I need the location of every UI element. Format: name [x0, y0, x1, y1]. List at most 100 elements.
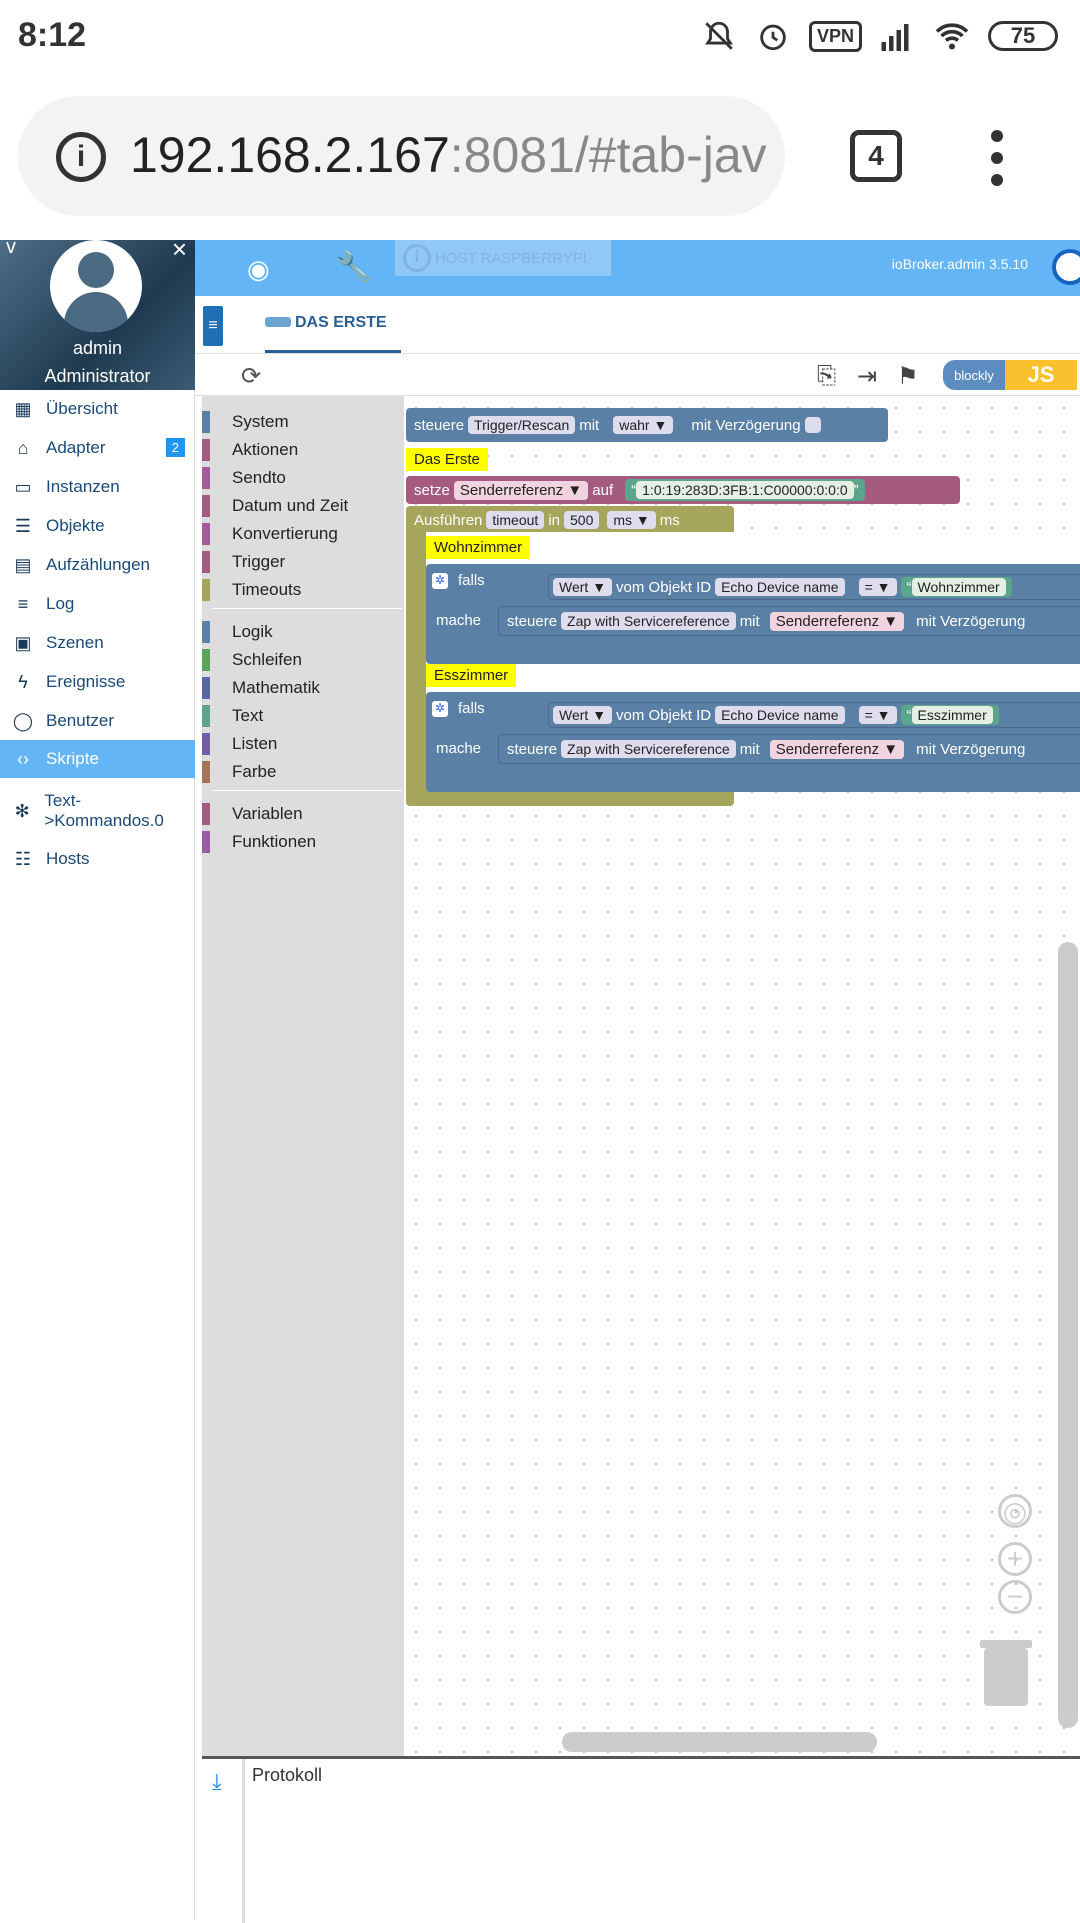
category-label: Sendto: [232, 468, 286, 487]
sidebar-item-instanzen[interactable]: ▭Instanzen: [0, 468, 195, 506]
category-color-bar: [202, 761, 210, 783]
toolbox-category-funktionen[interactable]: Funktionen: [202, 828, 404, 856]
toolbox-category-schleifen[interactable]: Schleifen: [202, 646, 404, 674]
grid-icon: ▦: [14, 398, 32, 419]
log-title: Protokoll: [252, 1765, 323, 1785]
sidebar-item-text-kommandos-0[interactable]: ✻Text->Kommandos.0: [0, 780, 195, 842]
category-color-bar: [202, 551, 210, 573]
category-color-bar: [202, 649, 210, 671]
signal-icon: [880, 18, 916, 54]
sidebar-item-aufzählungen[interactable]: ▤Aufzählungen: [0, 546, 195, 584]
toolbox-category-mathematik[interactable]: Mathematik: [202, 674, 404, 702]
wrench-icon[interactable]: 🔧: [335, 251, 373, 284]
browser-toolbar: i 192.168.2.167:8081/#tab-jav 4: [0, 72, 1080, 240]
zoom-out-icon[interactable]: −: [998, 1580, 1032, 1614]
editor-toolbar: ⟳ ⎘ ⇥ ⚑ blockly JS: [195, 354, 1080, 396]
sidebar-item-benutzer[interactable]: ◯Benutzer: [0, 702, 195, 740]
toolbox-category-logik[interactable]: Logik: [202, 618, 404, 646]
sidebar: v × admin Administrator ▦ Übersicht ⌂Adapt…: [0, 234, 195, 1920]
blockly-js-toggle[interactable]: blockly JS: [943, 360, 1077, 390]
comment-label[interactable]: Wohnzimmer: [426, 536, 531, 559]
category-color-bar: [202, 621, 210, 643]
toolbox-category-variablen[interactable]: Variablen: [202, 800, 404, 828]
info-icon[interactable]: [1052, 249, 1080, 285]
toolbox-separator: [212, 608, 402, 609]
more-menu-icon[interactable]: [985, 130, 1009, 186]
refresh-icon[interactable]: ⟳: [241, 363, 262, 390]
gear-icon[interactable]: ✲: [432, 572, 448, 589]
toolbox-separator: [212, 790, 402, 791]
sidebar-item-label: Übersicht: [46, 399, 118, 418]
tab-switcher-button[interactable]: 4: [850, 130, 902, 182]
horizontal-scrollbar[interactable]: [562, 1732, 877, 1752]
address-bar[interactable]: i 192.168.2.167:8081/#tab-jav: [18, 96, 785, 216]
alarm-icon: [755, 18, 791, 54]
sidebar-item-skripte[interactable]: ‹›Skripte: [0, 740, 195, 778]
toolbox-category-datum-und-zeit[interactable]: Datum und Zeit: [202, 492, 404, 520]
chevron-down-icon[interactable]: v: [6, 236, 16, 258]
trash-icon[interactable]: [980, 1640, 1032, 1706]
vertical-scrollbar[interactable]: [1058, 942, 1078, 1728]
sidebar-item-label: Objekte: [46, 516, 105, 535]
category-color-bar: [202, 677, 210, 699]
gear-icon[interactable]: ✲: [432, 700, 448, 717]
toolbox-category-timeouts[interactable]: Timeouts: [202, 576, 404, 604]
tab-das-erste[interactable]: DAS ERSTE: [265, 314, 387, 332]
checkered-flag-icon[interactable]: ⚑: [897, 363, 919, 390]
info-icon: i: [403, 244, 431, 272]
comment-label[interactable]: Esszimmer: [426, 664, 517, 687]
mute-icon: [701, 18, 737, 54]
toolbox-category-text[interactable]: Text: [202, 702, 404, 730]
blockly-mode-button[interactable]: blockly: [943, 360, 1005, 390]
js-mode-button[interactable]: JS: [1005, 360, 1077, 390]
comment-label[interactable]: Das Erste: [406, 448, 488, 471]
zoom-in-icon[interactable]: +: [998, 1542, 1032, 1576]
sidebar-item-szenen[interactable]: ▣Szenen: [0, 624, 195, 662]
export-icon[interactable]: ⎘: [817, 362, 837, 389]
import-icon[interactable]: ⇥: [857, 363, 878, 390]
category-label: Listen: [232, 734, 278, 753]
vpn-icon: VPN: [808, 20, 862, 52]
sidebar-item-objekte[interactable]: ☰ Objekte: [0, 507, 195, 545]
toolbox-category-system[interactable]: System: [202, 408, 404, 436]
download-icon[interactable]: ⤓: [212, 1769, 222, 1794]
category-label: Konvertierung: [232, 524, 338, 543]
category-color-bar: [202, 705, 210, 727]
toolbox-category-trigger[interactable]: Trigger: [202, 548, 404, 576]
category-label: Mathematik: [232, 678, 320, 697]
menu-icon[interactable]: ≡: [203, 306, 223, 346]
category-color-bar: [202, 733, 210, 755]
sidebar-item-log[interactable]: ≡ Log: [0, 585, 195, 623]
sidebar-item-hosts[interactable]: ☷Hosts: [0, 840, 195, 878]
toolbox-category-farbe[interactable]: Farbe: [202, 758, 404, 786]
info-icon[interactable]: i: [56, 132, 106, 182]
sidebar-item-übersicht[interactable]: ▦ Übersicht: [0, 390, 195, 428]
profile-header: v × admin Administrator: [0, 234, 195, 390]
toolbox-category-aktionen[interactable]: Aktionen: [202, 436, 404, 464]
lines-icon: ≡: [17, 593, 29, 614]
close-icon[interactable]: ×: [171, 234, 187, 264]
sidebar-item-label: Log: [46, 594, 75, 613]
toolbox-category-konvertierung[interactable]: Konvertierung: [202, 520, 404, 548]
center-icon[interactable]: ◎: [998, 1494, 1032, 1528]
category-color-bar: [202, 467, 210, 489]
eye-icon[interactable]: ◉: [247, 254, 270, 284]
toolbox-category-sendto[interactable]: Sendto: [202, 464, 404, 492]
list-icon: ☰: [14, 515, 32, 536]
url-text[interactable]: 192.168.2.167:8081/#tab-jav: [130, 127, 767, 183]
toolbox-category-listen[interactable]: Listen: [202, 730, 404, 758]
